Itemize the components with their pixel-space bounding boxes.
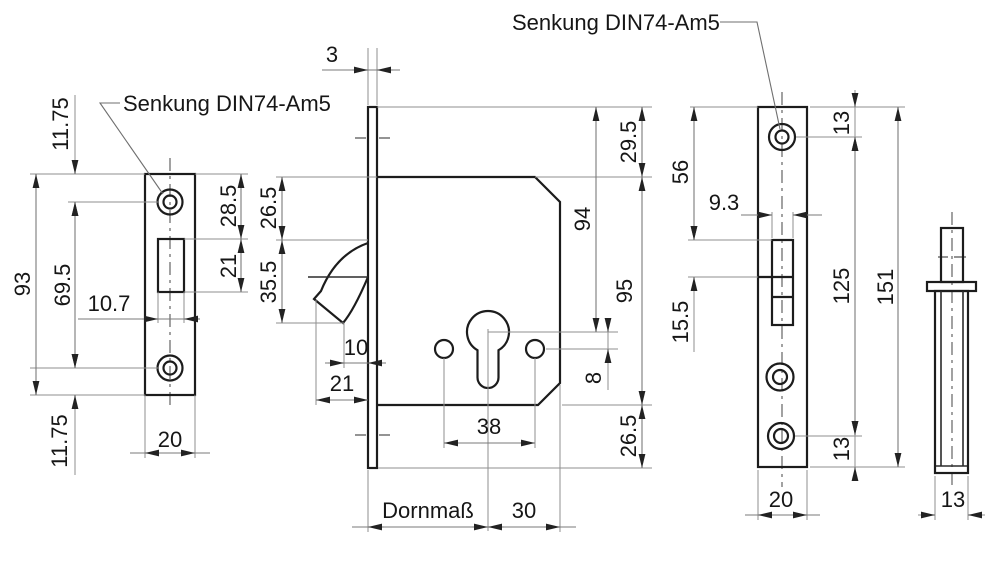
strike-bolt-slot (156, 237, 186, 294)
dim-front-top-hole-offset: 13 (829, 111, 854, 135)
lock-front-view: 9.3 56 15.5 13 125 13 151 20 Senkung DIN… (512, 10, 905, 520)
dim-strike-top-hole-offset: 11.75 (48, 97, 73, 150)
strike-plate-view: 93 69.5 11.75 11.75 28.5 21 10.7 20 Senk… (10, 91, 331, 475)
dim-front-slot-top-offset: 56 (668, 160, 693, 184)
faceplate-hole-centermarks (355, 137, 390, 436)
case-screw-hole-right (524, 338, 546, 360)
dim-strike-plate-width: 20 (158, 427, 182, 452)
dim-hook-opening-height: 35.5 (256, 261, 281, 304)
dim-top-margin: 29.5 (616, 121, 641, 164)
rod-inner-edges (936, 291, 967, 467)
rod-shaft (933, 289, 970, 475)
dim-hook-tip-reach: 10 (344, 335, 368, 360)
callout-countersink-top: Senkung DIN74-Am5 (512, 10, 720, 35)
dim-front-slot-width: 9.3 (709, 190, 740, 215)
callout-leader-top (720, 21, 781, 130)
dim-strike-slot-top-offset: 28.5 (216, 185, 241, 228)
faceplate-top-hole (774, 129, 790, 145)
hook-slot-front (770, 238, 795, 327)
faceplate-front-outline (756, 105, 809, 469)
hook-bolt-profile (312, 241, 370, 325)
dim-strike-bottom-hole-offset: 11.75 (47, 414, 72, 467)
strike-extension-lines (30, 95, 248, 475)
case-screw-hole-left (433, 338, 455, 360)
strike-top-hole (162, 194, 178, 210)
callout-countersink-left: Senkung DIN74-Am5 (123, 91, 331, 116)
dim-case-hole-spacing: 38 (477, 414, 501, 439)
backset-label: Dornmaß (382, 498, 474, 523)
lock-case-outline (377, 175, 562, 407)
rod-side-view: 13 (918, 212, 985, 520)
dim-front-hook-edge-offset: 15.5 (668, 301, 693, 344)
lock-side-view: 3 26.5 35.5 10 21 38 Dornmaß 30 94 29.5 … (256, 42, 652, 532)
dim-hook-max-reach: 21 (330, 371, 354, 396)
euro-cylinder-cutout (465, 309, 511, 390)
dim-strike-slot-width: 10.7 (88, 291, 131, 316)
dim-front-hole-spacing: 125 (829, 268, 854, 305)
faceplate-bottom-hole (772, 427, 790, 445)
dim-case-top-offset: 26.5 (256, 187, 281, 230)
faceplate-mid-hole-countersink (765, 362, 795, 392)
dim-strike-slot-height: 21 (216, 254, 241, 278)
faceplate-top-hole-countersink (767, 122, 797, 152)
dim-strike-total-height: 93 (10, 272, 35, 296)
dim-faceplate-thickness: 3 (326, 42, 338, 67)
dim-front-total-height: 151 (873, 269, 898, 306)
dim-bottom-margin: 26.5 (616, 415, 641, 458)
dim-rod-width: 13 (941, 487, 965, 512)
strike-plate-outline (143, 172, 197, 397)
rod-extension-lines (918, 476, 985, 520)
dim-top-to-cylinder: 94 (570, 207, 595, 231)
strike-bottom-hole (162, 360, 178, 376)
faceplate-bottom-hole-countersink (766, 421, 796, 451)
dim-front-width: 20 (769, 487, 793, 512)
dim-cylinder-to-back: 30 (512, 498, 536, 523)
faceplate-edge-outline (366, 105, 379, 470)
dim-case-height: 95 (612, 279, 637, 303)
callout-leader-left (98, 102, 164, 195)
dim-strike-hole-spacing: 69.5 (50, 264, 75, 307)
dim-front-bottom-hole-offset: 13 (829, 437, 854, 461)
dim-cylinder-to-holes: 8 (581, 372, 606, 384)
faceplate-mid-hole (771, 368, 789, 386)
